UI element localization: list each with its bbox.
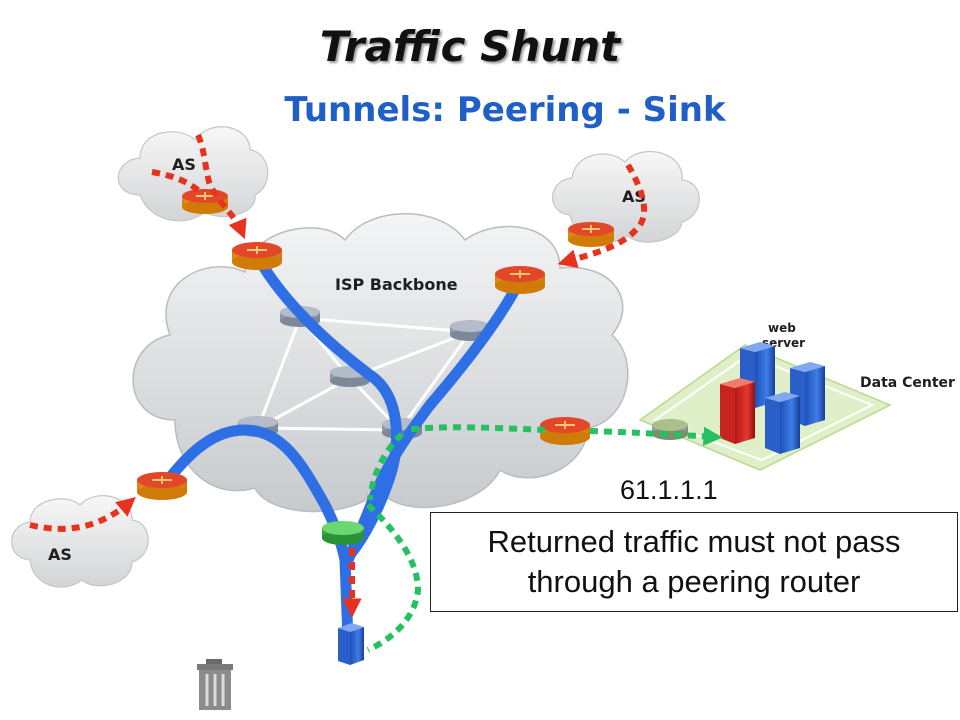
backbone-label: ISP Backbone — [335, 275, 458, 294]
router-icon — [137, 472, 187, 500]
ip-address-label: 61.1.1.1 — [620, 475, 718, 505]
server-icon — [720, 378, 755, 444]
incoming-traffic — [29, 133, 647, 618]
trash-icon — [197, 659, 233, 710]
as-label-bottom-left: AS — [48, 545, 72, 564]
router-icon — [652, 419, 688, 440]
router-icon — [568, 222, 614, 247]
returned-traffic — [365, 424, 723, 653]
note-line-1: Returned traffic must not pass — [487, 524, 901, 559]
router-icon — [540, 417, 590, 445]
server-icon — [765, 392, 800, 454]
as-cloud-bottom-left: AS — [11, 495, 149, 588]
note-box: Returned traffic must not pass through a… — [430, 512, 958, 612]
data-center-label: Data Center — [860, 375, 955, 391]
router-icon — [495, 266, 545, 294]
as-label-top-left: AS — [172, 155, 196, 174]
sink-server-icon — [338, 623, 364, 665]
slide-title: Traffic Shunt — [319, 22, 621, 71]
slide-subtitle: Tunnels: Peering - Sink — [284, 90, 726, 130]
router-icon — [232, 242, 282, 270]
isp-backbone-cloud: ISP Backbone — [132, 213, 629, 513]
note-line-2: through a peering router — [527, 564, 861, 599]
sink-router-icon — [322, 521, 364, 545]
